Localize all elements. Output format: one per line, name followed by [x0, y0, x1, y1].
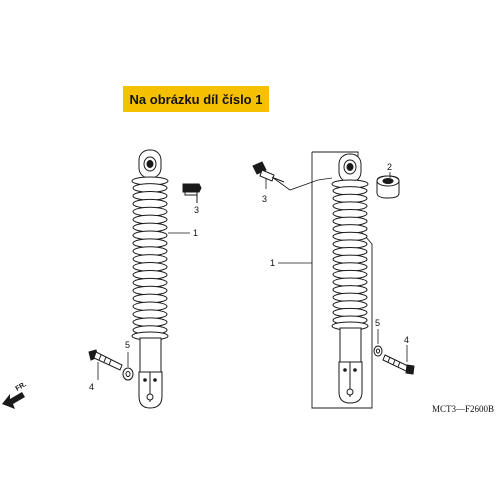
- right-leader-lines: [265, 172, 408, 362]
- left-spring: [132, 183, 168, 335]
- left-leader-lines: [97, 232, 190, 380]
- spring-coil: [132, 269, 168, 280]
- spring-coil: [132, 285, 168, 296]
- left-shock-eye-bore: [146, 160, 154, 168]
- callout-right-1: 1: [270, 258, 275, 268]
- spring-coil: [132, 206, 168, 217]
- spring-coil: [132, 191, 168, 201]
- right-clevis-hole: [346, 388, 354, 396]
- left-cap-nut: [182, 183, 202, 203]
- spring-coil: [132, 277, 168, 288]
- spring-coil: [132, 183, 168, 193]
- left-damper-body: [139, 337, 162, 373]
- left-clevis-dot: [153, 378, 157, 382]
- part-number-banner: Na obrázku díl číslo 1: [123, 86, 269, 112]
- callout-right-4: 4: [404, 335, 409, 345]
- diagram-code: MCT3—F2600B: [432, 404, 495, 414]
- right-shock-absorber: [331, 153, 369, 404]
- callout-left-1: 1: [193, 228, 198, 238]
- spring-coil: [132, 246, 168, 256]
- spring-coil: [132, 222, 168, 233]
- right-damper-body: [339, 327, 362, 363]
- right-spring: [332, 186, 368, 325]
- spring-coil: [132, 238, 168, 249]
- right-shock-eye-bore: [346, 163, 354, 171]
- callout-left-3: 3: [194, 205, 199, 215]
- callout-left-4: 4: [89, 382, 94, 392]
- left-clevis-hole: [146, 393, 154, 401]
- spring-coil: [132, 230, 168, 241]
- right-collar: [376, 175, 400, 199]
- spring-coil: [132, 309, 168, 320]
- callout-right-2: 2: [387, 162, 392, 172]
- right-upper-bolt: [252, 161, 285, 183]
- right-clevis-dot: [343, 368, 347, 372]
- arrow-icon: [2, 392, 25, 409]
- spring-coil: [132, 293, 168, 304]
- front-direction-arrow: FR.: [2, 381, 28, 409]
- spring-coil: [132, 317, 168, 328]
- left-clevis-dot: [143, 378, 147, 382]
- spring-coil: [132, 301, 168, 312]
- callout-right-3: 3: [262, 194, 267, 204]
- right-assembly-outline: [311, 151, 373, 409]
- callout-left-5: 5: [125, 340, 130, 350]
- callout-right-5: 5: [375, 318, 380, 328]
- spring-coil: [132, 214, 168, 225]
- spring-coil: [132, 198, 168, 209]
- right-clevis-dot: [353, 368, 357, 372]
- spring-coil: [132, 254, 168, 264]
- left-shock-absorber: [131, 149, 169, 409]
- spring-coil: [132, 262, 168, 272]
- left-bolt: [88, 349, 123, 371]
- callout-numbers: 1 3 4 5 1 2 3 4 5: [89, 162, 409, 392]
- direction-label: FR.: [15, 381, 28, 393]
- right-lower-bolt: [382, 354, 415, 375]
